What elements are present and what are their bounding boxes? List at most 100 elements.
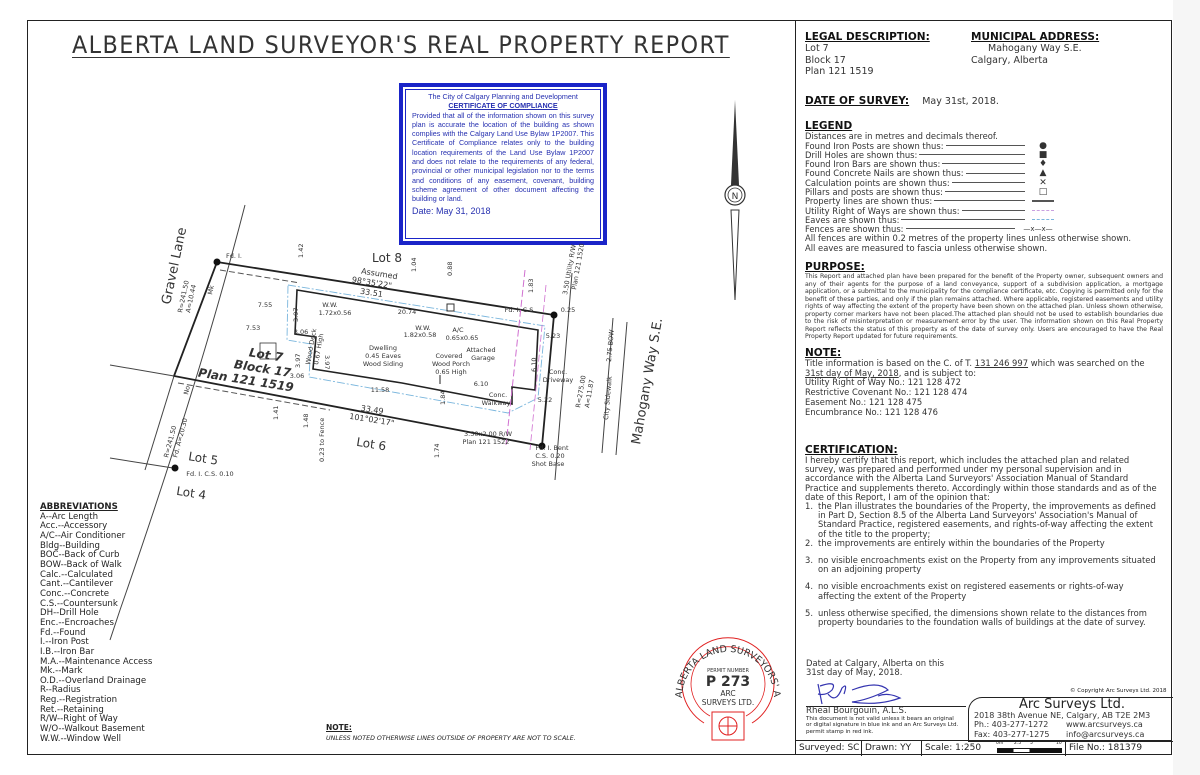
firm-email[interactable]: info@arcsurveys.ca	[1066, 729, 1145, 739]
footer-strip: Surveyed: SC Drawn: YY Scale: 1:250 0m 2…	[796, 740, 1172, 756]
abbreviation-item: Calc.--Calculated	[40, 569, 113, 580]
dim-141: 1.41	[272, 406, 280, 420]
abbreviation-item: A--Arc Length	[40, 511, 99, 522]
ac-unit	[446, 303, 455, 312]
firm-address: 2018 38th Avenue NE, Calgary, AB T2E 2M3	[974, 711, 1151, 720]
legend-row: Pillars and posts are shown thus:□	[805, 186, 1055, 197]
scale-cell: Scale: 1:250 0m 2.5 5 10	[922, 741, 1066, 756]
lot-line-4	[109, 457, 174, 469]
bottom-note: NOTE: UNLESS NOTED OTHERWISE LINES OUTSI…	[326, 723, 576, 742]
distance-bottom: 33.49	[360, 404, 384, 416]
legend-label: Drill Holes are shown thus:	[805, 149, 918, 160]
legend-row: Drill Holes are shown thus:■	[805, 149, 1055, 160]
title-block	[968, 697, 1173, 742]
survey-date-value: May 31st, 2018.	[922, 96, 999, 107]
legend-note-fences: All fences are within 0.2 metres of the …	[805, 233, 1132, 244]
lot-line-5	[109, 364, 175, 377]
certificate-of-compliance: The City of Calgary Planning and Develop…	[399, 83, 607, 245]
abbreviation-item: R--Radius	[40, 685, 81, 696]
item-number: 5.	[805, 607, 813, 618]
legend-symbol-icon: —x—x—	[1023, 225, 1053, 234]
legend-leader	[944, 191, 1025, 193]
abbreviation-item: C.S.--Countersunk	[40, 598, 118, 609]
surveyed-by: Surveyed: SC	[796, 741, 862, 756]
porch-label-1: Covered	[435, 352, 462, 360]
item-number: 1.	[805, 501, 813, 512]
stamp-permit-number: P 273	[706, 674, 750, 690]
lot-7-label: Lot 7	[248, 345, 285, 364]
item-number: 4.	[805, 581, 813, 592]
dim-397a: 3.97	[292, 308, 300, 322]
abbreviation-item: Enc.--Encroaches	[40, 617, 114, 628]
abbreviation-item: Fd.--Found	[40, 627, 86, 638]
purpose-heading: PURPOSE:	[805, 261, 865, 273]
dim-522: 5.22	[538, 396, 552, 404]
municipal-heading: MUNICIPAL ADDRESS:	[971, 31, 1100, 43]
dim-184: 1.84	[439, 391, 447, 405]
abbreviations-heading: ABBREVIATIONS	[40, 502, 118, 512]
abbreviation-item: Mk.--Mark	[40, 666, 83, 677]
property-line-symbol-icon	[1031, 197, 1055, 206]
legend-leader	[945, 144, 1025, 146]
dim-306a: 3.06	[294, 328, 308, 336]
firm-contact: 2018 38th Avenue NE, Calgary, AB T2E 2M3…	[974, 711, 1150, 739]
legend-symbol-icon: ♦	[1038, 159, 1048, 170]
note-text-3: , and is subject to:	[898, 367, 977, 378]
abbreviation-item: Reg.--Registration	[40, 695, 118, 706]
legend-rows: Found Iron Posts are shown thus:●Drill H…	[805, 140, 1055, 235]
porch-label-3: 0.65 High	[435, 368, 466, 376]
stamp-firm-2: SURVEYS LTD.	[702, 698, 755, 707]
dim-142: 1.42	[297, 244, 305, 258]
rw-bottom: 3.50x2.00 R/W	[464, 430, 513, 438]
abbreviation-item: Ret.--Retaining	[40, 704, 104, 715]
survey-plan: N Lot 8 Lot 6 Lot 5 Lot 4 Gravel Lane Ma…	[109, 100, 746, 641]
lot-8-label: Lot 8	[372, 251, 402, 265]
eaves-outline	[286, 284, 546, 414]
certification-intro: I hereby certify that this report, which…	[805, 455, 1157, 502]
encumbrance-item: Restrictive Covenant No.: 121 128 474	[805, 387, 968, 398]
legend-leader	[905, 228, 1015, 230]
dim-104: 1.04	[410, 258, 418, 272]
scale-bar-label: 0m	[996, 741, 1004, 746]
dated-line-2: 31st day of May, 2018.	[806, 667, 903, 678]
abbreviation-item: R/W--Right of Way	[40, 714, 118, 725]
certification-heading: CERTIFICATION:	[805, 444, 898, 456]
found-iron-post-icon	[171, 464, 179, 472]
legend-leader	[961, 209, 1025, 211]
stamp-permit-label: PERMIT NUMBER	[707, 668, 749, 674]
abbreviation-item: Cant.--Cantilever	[40, 579, 114, 590]
lot-line-lane	[144, 375, 175, 471]
note-heading: NOTE:	[805, 347, 842, 359]
legend-symbol-icon: ●	[1039, 140, 1047, 151]
legend-symbol-icon: □	[1038, 186, 1048, 197]
firm-website[interactable]: www.arcsurveys.ca	[1066, 720, 1143, 730]
wood-deck-stairs	[259, 342, 277, 360]
street-line-3	[615, 321, 628, 456]
lot-6-label: Lot 6	[355, 435, 387, 454]
signature-line: Rheal Bourgouin, A.L.S. This document is…	[806, 706, 966, 735]
certification-item: 3.no visible encroachments exist on the …	[805, 555, 1160, 574]
dim-397b: 3.97	[294, 354, 302, 368]
firm-phone: Ph.: 403-277-1272	[974, 720, 1049, 730]
scale-bar-label: 10	[1056, 741, 1062, 746]
walkway-label-1: Conc.	[489, 391, 507, 399]
scale-value: Scale: 1:250	[925, 743, 982, 753]
street-line-2	[601, 317, 614, 454]
driveway-label-1: Conc.	[549, 368, 567, 376]
legend-label: Fences are shown thus:	[805, 224, 904, 235]
legend-note-eaves: All eaves are measured to fascia unless …	[805, 242, 1048, 253]
fd-lot5: Fd. I. C.S. 0.10	[186, 470, 233, 478]
dim-1158: 11.58	[371, 386, 390, 394]
dim-753: 7.53	[246, 324, 260, 332]
legend-row: Eaves are shown thus:	[805, 215, 1055, 225]
certificate-body: Provided that all of the information sho…	[412, 110, 594, 204]
ac-size: 0.65x0.65	[446, 334, 479, 342]
legend-row: Found Iron Posts are shown thus:●	[805, 140, 1055, 151]
abbreviation-item: O.D.--Overland Drainage	[40, 675, 147, 686]
survey-date: DATE OF SURVEY: May 31st, 2018.	[805, 89, 999, 108]
north-arrow-icon: N	[724, 100, 746, 301]
legal-lot: Lot 7	[805, 43, 829, 54]
utility-rw-line-2	[529, 284, 547, 451]
fd-bottom-right-1: Fd. I. Bent	[535, 444, 569, 452]
